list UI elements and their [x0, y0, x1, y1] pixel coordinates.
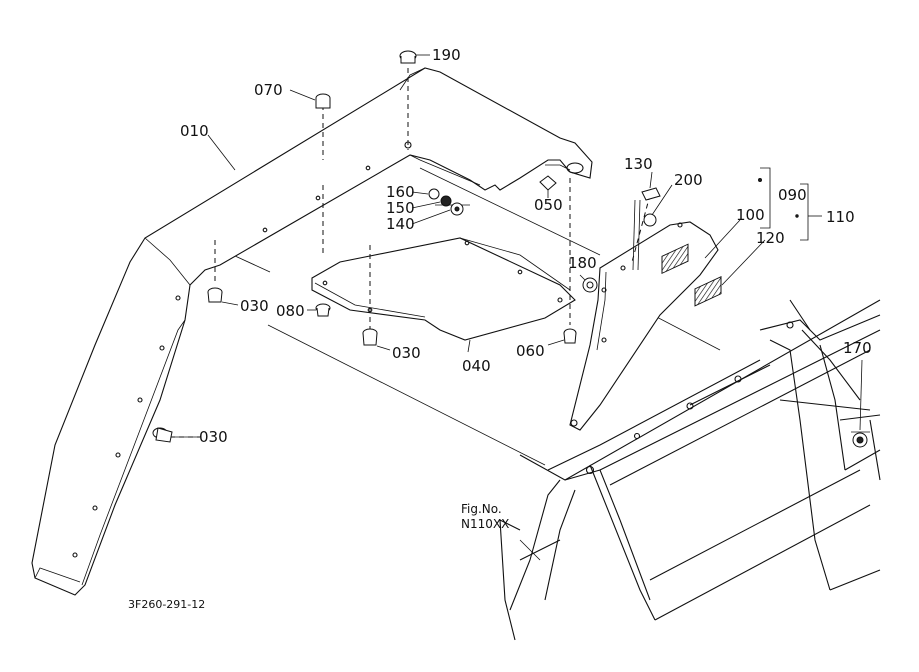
part-010-fender-cover [31, 67, 593, 596]
fasteners [152, 50, 870, 448]
callout-080: 080 [276, 302, 305, 320]
part-100-decal [661, 243, 689, 275]
callout-190: 190 [432, 46, 461, 64]
callout-140: 140 [386, 215, 415, 233]
callout-160: 160 [386, 183, 415, 201]
callout-030-lower: 030 [199, 428, 228, 446]
callout-180: 180 [568, 254, 597, 272]
leader-lines [172, 54, 863, 561]
drawing-code: 3F260-291-12 [128, 598, 205, 611]
callout-040: 040 [462, 357, 491, 375]
fig-reference-label: Fig.No. [461, 502, 502, 516]
callout-050: 050 [534, 196, 563, 214]
part-120-decal [694, 276, 722, 307]
fig-reference-number: N110XX [461, 517, 509, 531]
callout-030-left: 030 [240, 297, 269, 315]
machine-frame [499, 299, 881, 641]
part-090-bracket [569, 221, 719, 431]
callout-130: 130 [624, 155, 653, 173]
callout-010: 010 [180, 122, 209, 140]
callout-090: 090 [778, 186, 807, 204]
callout-030-mid: 030 [392, 344, 421, 362]
part-040-plate [311, 237, 576, 341]
callout-070: 070 [254, 81, 283, 99]
callout-150: 150 [386, 199, 415, 217]
callout-170: 170 [843, 339, 872, 357]
callout-060: 060 [516, 342, 545, 360]
callout-200: 200 [674, 171, 703, 189]
callout-labels: 190 070 010 030 080 030 030 040 060 050 … [128, 46, 872, 611]
callout-100: 100 [736, 206, 765, 224]
callout-110: 110 [826, 208, 855, 226]
callout-120: 120 [756, 229, 785, 247]
